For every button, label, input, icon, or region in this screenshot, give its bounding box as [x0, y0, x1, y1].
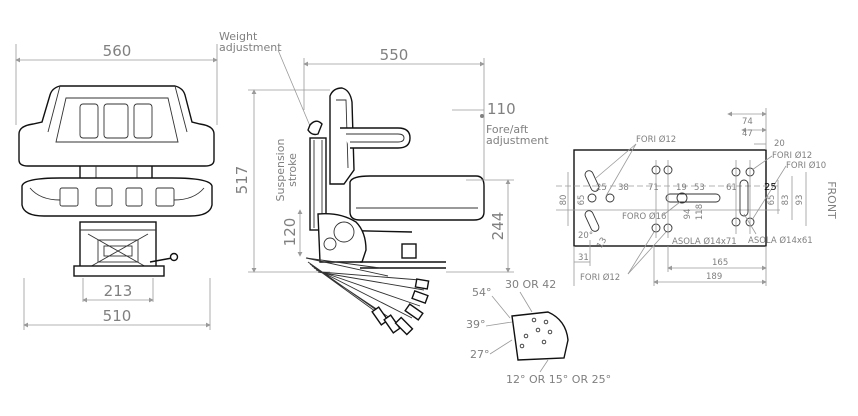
dim-v-65: 65 [577, 195, 587, 206]
pitch-options: 30 OR 42 [505, 278, 556, 291]
dim-h-19: 19 [676, 183, 687, 193]
dim-74: 74 [742, 117, 753, 127]
dim-560: 560 [103, 42, 132, 60]
dim-20: 20 [774, 139, 785, 149]
dim-47: 47 [742, 129, 753, 139]
fore-aft-label: Fore/aft [486, 123, 529, 136]
dim-120: 120 [281, 218, 299, 247]
dim-v-118: 118 [695, 204, 705, 220]
front-view: 560 [15, 42, 218, 330]
angle-54: 54° [472, 286, 492, 299]
side-view: Weight adjustment 550 110 Fore/aft adjus… [219, 30, 611, 386]
dim-h-53: 53 [694, 183, 705, 193]
dim-v-80: 80 [559, 195, 569, 206]
angle-27: 27° [470, 348, 490, 361]
dim-h-25-right: 25 [764, 182, 777, 193]
fori-12-c-label: FORI Ø12 [580, 272, 620, 283]
dim-v-83: 83 [781, 195, 791, 206]
mounting-plate-view: 74 47 20 FORI Ø12 FORI Ø12 FORI Ø10 FORO… [556, 108, 838, 286]
dim-v-93: 93 [795, 195, 805, 206]
angle-20: 20° [578, 231, 593, 241]
dim-13: 13 [595, 236, 609, 250]
front-label: FRONT [825, 181, 838, 219]
side-mechanism [305, 212, 446, 336]
asola-14x71-label: ASOLA Ø14x71 [672, 236, 737, 247]
dim-v-65-right: 65 [767, 195, 777, 206]
fore-aft-value: 110 [487, 100, 516, 118]
dim-213: 213 [104, 282, 133, 300]
dim-h-61: 61 [726, 183, 737, 193]
dim-h-38: 38 [618, 183, 629, 193]
asola-14x61-label: ASOLA Ø14x61 [748, 235, 813, 246]
dim-165: 165 [712, 258, 728, 268]
dim-h-25: 25 [596, 183, 607, 193]
foro-16-label: FORO Ø16 [622, 211, 666, 222]
side-seat [307, 87, 485, 233]
fori-12-b-label: FORI Ø12 [772, 150, 812, 161]
front-backrest [18, 85, 215, 167]
dim-517: 517 [233, 166, 251, 195]
tilt-plate [511, 311, 569, 361]
suspension-stroke-label: Suspension [274, 139, 287, 202]
weight-adjustment-label-2: adjustment [219, 41, 282, 54]
fori-10-label: FORI Ø10 [786, 160, 826, 171]
tilt-options: 12° OR 15° OR 25° [506, 373, 611, 386]
plate-holes [584, 160, 755, 238]
dim-510: 510 [103, 307, 132, 325]
fori-12-a-label: FORI Ø12 [636, 134, 676, 145]
suspension-stroke-label-2: stroke [286, 153, 299, 187]
dim-h-71: 71 [648, 183, 659, 193]
front-suspension [73, 221, 179, 277]
angle-39: 39° [466, 318, 486, 331]
dim-189: 189 [706, 272, 722, 282]
fore-aft-label-2: adjustment [486, 134, 549, 147]
dim-244: 244 [489, 212, 507, 241]
dim-550: 550 [380, 46, 409, 64]
dim-v-94: 94 [683, 209, 693, 220]
weight-adjustment-label: Weight [219, 30, 258, 43]
dim-31: 31 [578, 253, 589, 263]
front-cushion [21, 177, 213, 217]
